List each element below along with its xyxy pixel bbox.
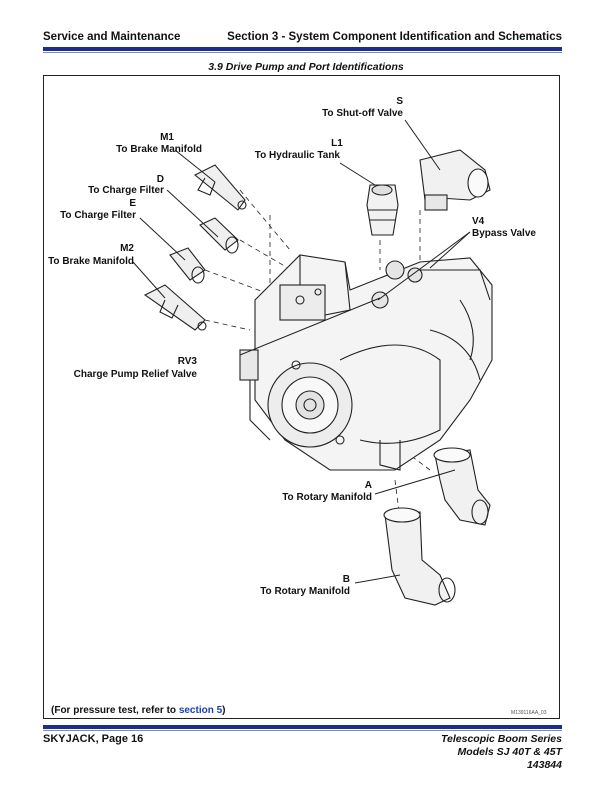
footer-series: Telescopic Boom Series [441,733,562,745]
fitting-l1 [366,184,399,236]
fitting-d [199,217,239,254]
label-m2-code: M2 [120,243,134,254]
label-e-code: E [129,198,136,209]
fitting-m2 [143,284,207,331]
label-a-code: A [365,480,372,491]
label-s-desc: To Shut-off Valve [322,108,403,119]
label-v4-desc: Bypass Valve [472,228,536,239]
note-prefix: (For pressure test, refer to [51,705,179,716]
label-e-desc: To Charge Filter [60,210,136,221]
callout-labels: S To Shut-off Valve M1 To Brake Manifold… [48,96,536,597]
label-a-desc: To Rotary Manifold [282,492,372,503]
header-section-title: Section 3 - System Component Identificat… [227,31,562,43]
figure-frame [43,75,560,719]
drawing-part-number: M139116AA_03 [511,710,547,716]
fitting-b [383,507,456,606]
label-m2-desc: To Brake Manifold [48,256,134,267]
fitting-a [433,447,491,526]
pump-body [239,254,493,471]
footer-model-info: Telescopic Boom Series Models SJ 40T & 4… [441,733,562,772]
footer-rule [43,725,562,729]
fitting-s [419,149,491,211]
footer-models: Models SJ 40T & 45T [457,746,562,758]
label-m1-code: M1 [160,132,174,143]
label-s-code: S [396,96,403,107]
footer-doc-number: 143844 [526,759,562,771]
fitting-e [169,247,206,284]
pressure-test-note: (For pressure test, refer to section 5) [51,705,226,716]
label-m1-desc: To Brake Manifold [116,144,202,155]
label-v4-code: V4 [472,216,485,227]
label-b-desc: To Rotary Manifold [260,586,350,597]
footer-rule-thin [43,730,562,731]
header-rule [43,47,562,51]
footer-page: SKYJACK, Page 16 [43,733,144,745]
label-l1-code: L1 [331,138,343,149]
label-b-code: B [343,574,350,585]
label-rv3-code: RV3 [178,356,198,367]
leader-lines [132,119,471,584]
label-d-desc: To Charge Filter [88,185,164,196]
label-d-code: D [157,174,164,185]
header-rule-thin [43,52,562,53]
label-l1-desc: To Hydraulic Tank [255,150,341,161]
note-suffix: ) [222,705,226,716]
label-rv3-desc: Charge Pump Relief Valve [74,369,198,380]
figure-title: 3.9 Drive Pump and Port Identifications [208,61,404,73]
section-5-link[interactable]: section 5 [178,705,223,716]
header-section-name: Service and Maintenance [43,31,181,43]
